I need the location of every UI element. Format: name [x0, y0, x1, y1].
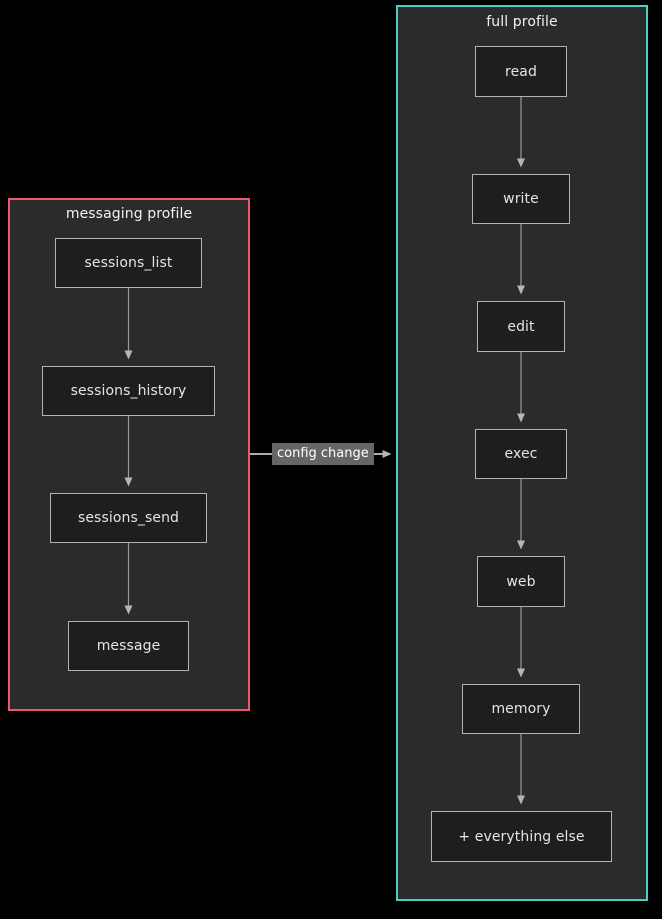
node-message-label: message: [96, 638, 161, 654]
node-read-label: read: [505, 63, 537, 80]
node-exec-label: exec: [504, 446, 538, 462]
node-sessions-history[interactable]: sessions_history: [42, 366, 215, 416]
node-sessions-send[interactable]: sessions_send: [50, 493, 207, 543]
node-memory[interactable]: memory: [462, 684, 580, 734]
node-sessions-list[interactable]: sessions_list: [55, 238, 202, 288]
cluster-full-profile: full profile: [396, 5, 648, 901]
cluster-messaging-profile-title: messaging profile: [65, 206, 193, 222]
node-sessions-list-label: sessions_list: [84, 255, 173, 271]
node-sessions-history-label: sessions_history: [70, 383, 187, 399]
node-web[interactable]: web: [477, 556, 565, 607]
edge-label-config-change: config change: [272, 443, 374, 465]
node-read[interactable]: read: [475, 46, 567, 97]
node-exec[interactable]: exec: [475, 429, 567, 479]
node-sessions-send-label: sessions_send: [77, 510, 180, 526]
node-everything-else-label: + everything else: [458, 828, 585, 845]
node-edit-label: edit: [507, 318, 535, 335]
node-write[interactable]: write: [472, 174, 570, 224]
node-memory-label: memory: [491, 701, 551, 717]
node-message[interactable]: message: [68, 621, 189, 671]
node-write-label: write: [503, 191, 539, 207]
cluster-full-profile-title: full profile: [486, 14, 558, 30]
node-web-label: web: [506, 573, 536, 590]
node-edit[interactable]: edit: [477, 301, 565, 352]
node-everything-else[interactable]: + everything else: [431, 811, 612, 862]
